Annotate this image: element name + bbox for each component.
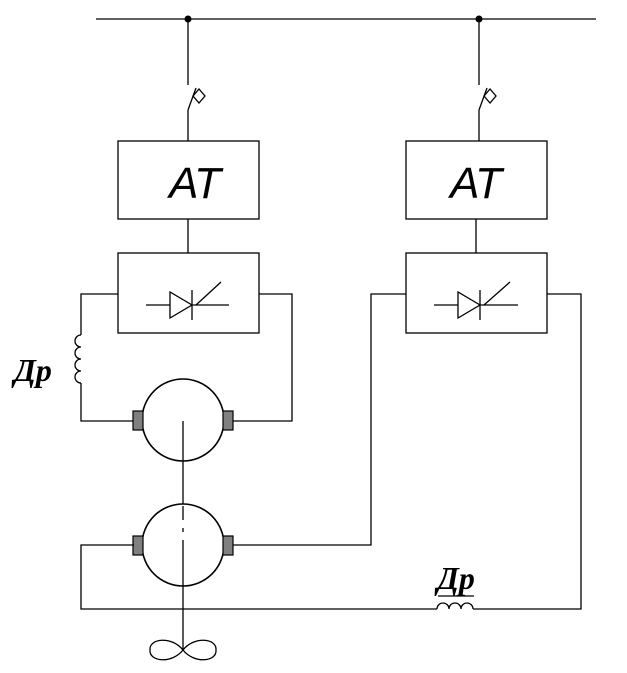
wire-thyristor-choke-left [80, 293, 118, 335]
converter-label-right: АТ [447, 159, 505, 208]
converter-label-left: АТ [166, 159, 224, 208]
wire-choke-generator-return [80, 544, 437, 610]
switch-right [478, 19, 497, 141]
choke-label-bottom: Др [434, 560, 475, 596]
thyristor-block-right [405, 252, 548, 334]
wire-thyristor-choke-bottom [473, 293, 582, 610]
wire-thyristor-generator-right [233, 293, 406, 546]
converter-box-right [405, 140, 548, 220]
wire-choke-motor-left [80, 383, 134, 422]
dc-generator [132, 503, 234, 587]
switch-left [187, 19, 206, 141]
choke-coil-bottom [436, 602, 474, 610]
thyristor-block-left [117, 252, 260, 334]
wire-thyristor-motor-return [230, 293, 293, 422]
propeller-icon [149, 639, 217, 661]
choke-coil-left [74, 334, 82, 384]
choke-label-left: Др [11, 352, 52, 388]
converter-box-left [117, 140, 260, 220]
